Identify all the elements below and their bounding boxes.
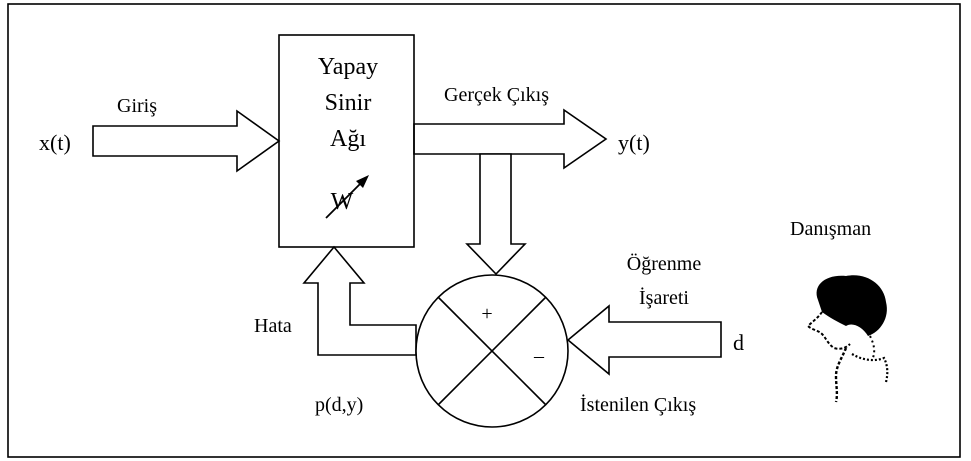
learning-signal-line1: Öğrenme	[627, 252, 702, 275]
error-name-label: Hata	[254, 315, 292, 337]
input-name-label: Giriş	[117, 95, 157, 117]
error-arrow	[302, 245, 417, 356]
desired-output-label: İstenilen Çıkış	[580, 393, 696, 416]
output-name-label: Gerçek Çıkış	[444, 84, 549, 106]
learning-signal-line2: İşareti	[639, 286, 689, 309]
plus-sign: +	[481, 303, 492, 325]
error-function-label: p(d,y)	[315, 394, 363, 416]
box-title-line3: Ağı	[330, 126, 366, 152]
desired-signal-label: d	[733, 330, 744, 355]
input-arrow	[92, 109, 281, 173]
supervisor-label: Danışman	[790, 218, 871, 240]
supervisor-head-icon	[806, 275, 889, 403]
box-title-line1: Yapay	[318, 54, 378, 80]
adjustable-weight-arrow-icon	[325, 175, 369, 219]
output-arrow	[413, 108, 608, 170]
input-signal-label: x(t)	[39, 130, 71, 155]
box-title-line2: Sinir	[325, 90, 372, 116]
feedback-arrow	[465, 153, 527, 276]
diagram-frame	[7, 3, 961, 458]
comparator-summing-junction	[415, 274, 569, 428]
minus-sign: –	[533, 345, 545, 367]
output-signal-label: y(t)	[618, 130, 650, 155]
desired-output-arrow	[566, 304, 722, 376]
